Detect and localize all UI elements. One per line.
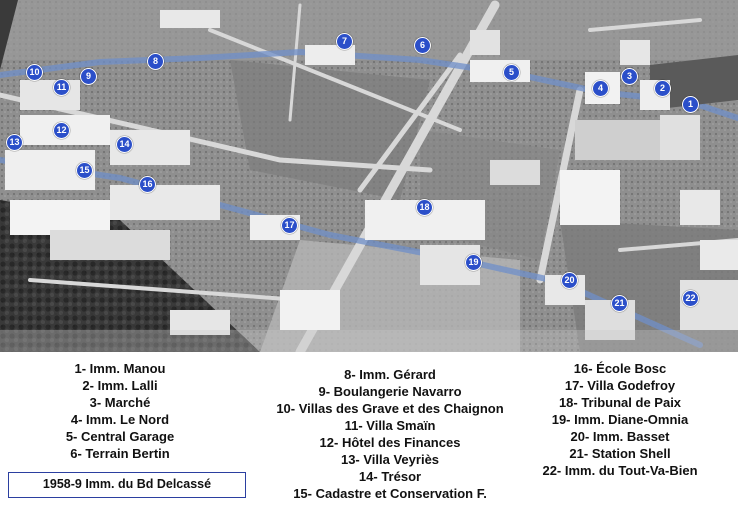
legend-item: 18- Tribunal de Paix (558, 395, 682, 410)
legend-item: 15- Cadastre et Conservation F. (293, 486, 487, 501)
legend-item: 17- Villa Godefroy (564, 378, 676, 393)
marker-17[interactable]: 17 (281, 217, 298, 234)
legend-item: 12- Hôtel des Finances (319, 435, 461, 450)
legend-item: 5- Central Garage (65, 429, 175, 444)
marker-8[interactable]: 8 (147, 53, 164, 70)
legend-item: 22- Imm. du Tout-Va-Bien (542, 463, 698, 478)
marker-16[interactable]: 16 (139, 176, 156, 193)
legend-item: 1- Imm. Manou (74, 361, 166, 376)
marker-18[interactable]: 18 (416, 199, 433, 216)
legend-item: 11- Villa Smaïn (344, 418, 436, 433)
marker-1[interactable]: 1 (682, 96, 699, 113)
marker-11[interactable]: 11 (53, 79, 70, 96)
marker-12[interactable]: 12 (53, 122, 70, 139)
marker-20[interactable]: 20 (561, 272, 578, 289)
legend-item: 4- Imm. Le Nord (70, 412, 170, 427)
caption-box: 1958-9 Imm. du Bd Delcassé (8, 472, 246, 498)
marker-21[interactable]: 21 (611, 295, 628, 312)
marker-6[interactable]: 6 (414, 37, 431, 54)
legend-item: 2- Imm. Lalli (82, 378, 158, 393)
marker-13[interactable]: 13 (6, 134, 23, 151)
legend-column-2: 8- Imm. Gérard 9- Boulangerie Navarro 10… (250, 366, 530, 502)
legend-item: 16- École Bosc (573, 361, 667, 376)
legend-item: 6- Terrain Bertin (70, 446, 170, 461)
legend-item: 10- Villas des Grave et des Chaignon (276, 401, 504, 416)
marker-4[interactable]: 4 (592, 80, 609, 97)
marker-14[interactable]: 14 (116, 136, 133, 153)
legend-column-1: 1- Imm. Manou 2- Imm. Lalli 3- Marché 4-… (30, 360, 210, 462)
marker-3[interactable]: 3 (621, 68, 638, 85)
legend-item: 13- Villa Veyriès (340, 452, 440, 467)
legend-item: 3- Marché (89, 395, 151, 410)
legend-item: 9- Boulangerie Navarro (318, 384, 462, 399)
aerial-photo (0, 0, 738, 352)
marker-2[interactable]: 2 (654, 80, 671, 97)
legend-item: 20- Imm. Basset (570, 429, 670, 444)
marker-9[interactable]: 9 (80, 68, 97, 85)
legend-item: 8- Imm. Gérard (344, 367, 436, 382)
marker-19[interactable]: 19 (465, 254, 482, 271)
marker-5[interactable]: 5 (503, 64, 520, 81)
legend-item: 19- Imm. Diane-Omnia (551, 412, 689, 427)
buildings (0, 10, 738, 352)
marker-15[interactable]: 15 (76, 162, 93, 179)
marker-7[interactable]: 7 (336, 33, 353, 50)
legend-column-3: 16- École Bosc 17- Villa Godefroy 18- Tr… (520, 360, 720, 479)
marker-10[interactable]: 10 (26, 64, 43, 81)
legend-item: 14- Trésor (358, 469, 422, 484)
legend-item: 21- Station Shell (569, 446, 671, 461)
marker-22[interactable]: 22 (682, 290, 699, 307)
